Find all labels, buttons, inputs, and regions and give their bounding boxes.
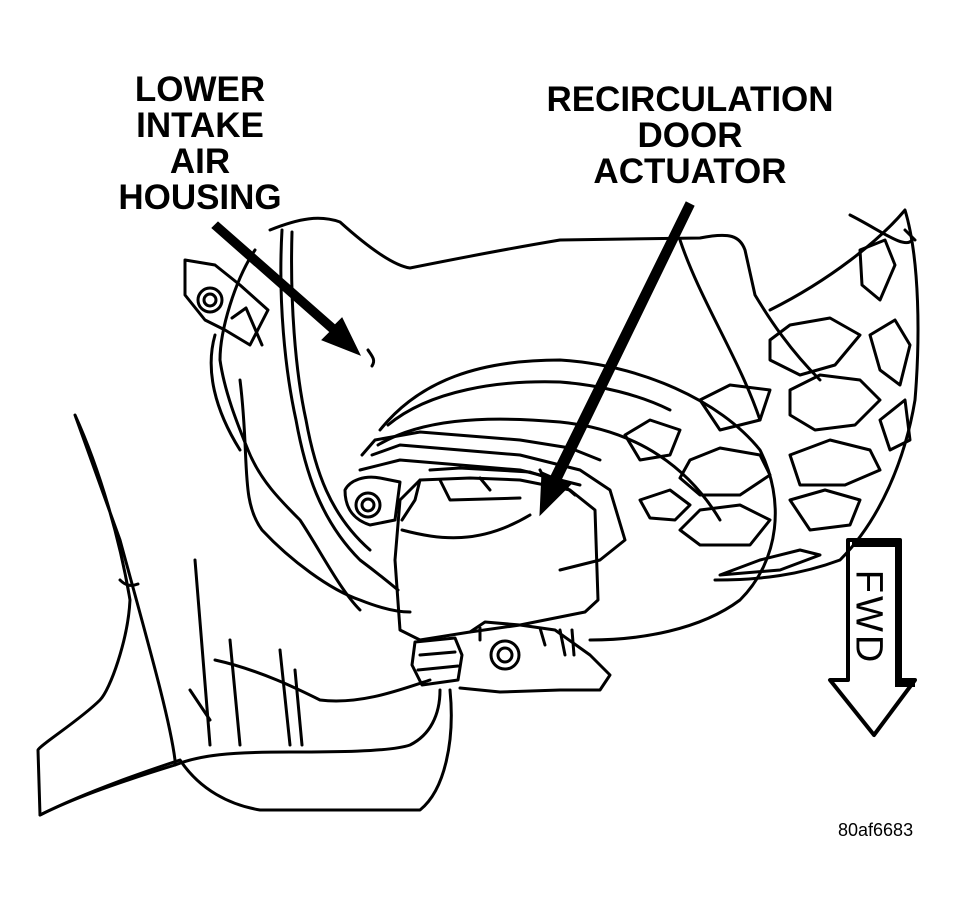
actuator-mount-plate xyxy=(370,443,627,572)
figure-id: 80af6683 xyxy=(838,820,914,840)
label-line: LOWER xyxy=(134,70,266,109)
label-line: AIR xyxy=(169,142,231,181)
duct-housing xyxy=(36,413,177,817)
label-recirculation-door-actuator: RECIRCULATION DOOR ACTUATOR xyxy=(520,82,860,190)
leader-housing xyxy=(211,221,362,356)
label-line: DOOR xyxy=(637,116,743,155)
housing-channel xyxy=(188,558,304,747)
label-line: ACTUATOR xyxy=(593,152,787,191)
label-line: INTAKE xyxy=(136,106,264,145)
mounting-tab-left xyxy=(183,258,270,347)
electrical-connector xyxy=(410,636,464,687)
lower-intake-air-housing xyxy=(268,216,822,382)
label-line: HOUSING xyxy=(118,178,282,217)
duct-outline-lower xyxy=(38,688,453,817)
bolt-actuator-left xyxy=(354,491,382,519)
label-line: RECIRCULATION xyxy=(546,80,834,119)
bolt-left-upper xyxy=(196,286,224,314)
bolt-actuator-lower xyxy=(489,639,521,671)
label-lower-intake-air-housing: LOWER INTAKE AIR HOUSING xyxy=(100,72,300,216)
inlet-grille xyxy=(713,208,920,582)
recirculation-door-actuator xyxy=(393,476,600,642)
fwd-label: FWD xyxy=(847,569,890,666)
leader-actuator xyxy=(539,201,695,517)
blower-housing xyxy=(378,358,777,642)
